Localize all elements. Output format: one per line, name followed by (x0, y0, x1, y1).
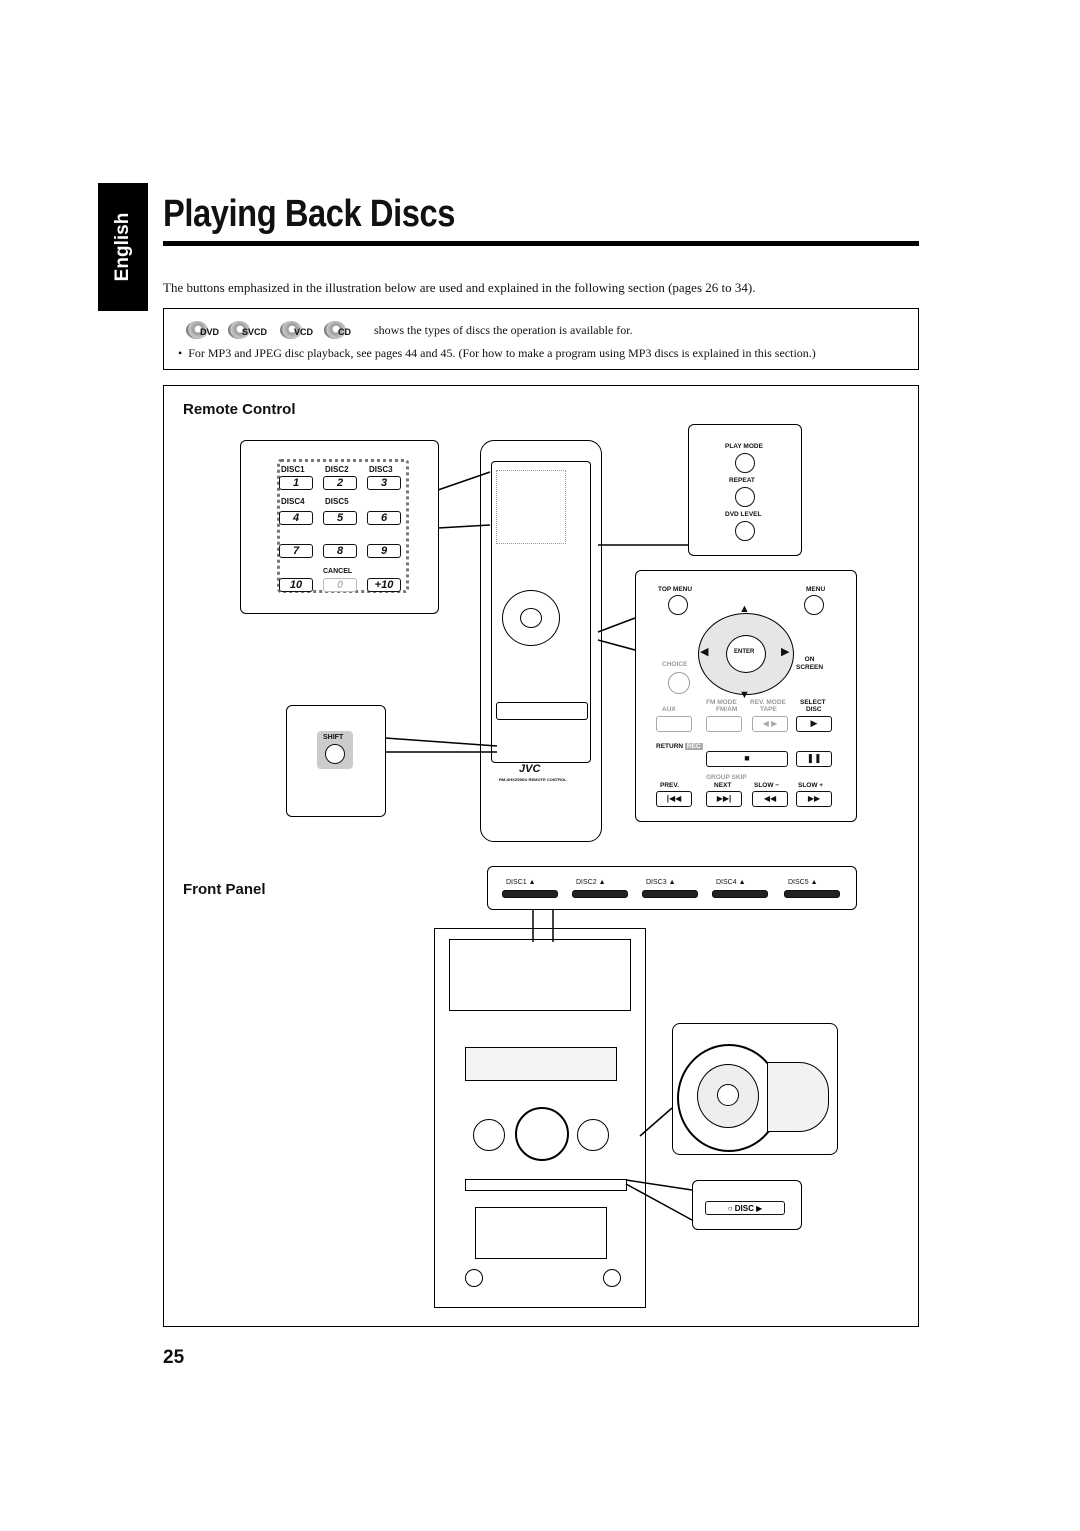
up-arrow-icon: ▲ (739, 603, 750, 615)
key-6[interactable]: 6 (367, 511, 401, 525)
cancel-label: CANCEL (323, 568, 353, 575)
pause-button[interactable]: ❚❚ (796, 751, 832, 767)
remote-button-area (491, 461, 591, 763)
front-disc4-label: DISC4 ▲ (716, 879, 746, 886)
repeat-button[interactable] (735, 487, 755, 507)
disc4-label: DISC4 (281, 497, 305, 506)
menu-label: MENU (806, 586, 826, 593)
disc3-label: DISC3 (369, 465, 393, 474)
key-8[interactable]: 8 (323, 544, 357, 558)
left-arrow-icon: ◀ (700, 646, 709, 658)
play-mode-panel: PLAY MODE REPEAT DVD LEVEL (688, 424, 802, 556)
front-disc1-button[interactable] (502, 890, 558, 898)
key-3[interactable]: 3 (367, 476, 401, 490)
choice-button[interactable] (668, 672, 690, 694)
play-mode-label: PLAY MODE (725, 443, 763, 450)
key-0[interactable]: 0 (323, 578, 357, 592)
key-4[interactable]: 4 (279, 511, 313, 525)
slow-plus-label: SLOW + (798, 782, 824, 789)
front-disc4-button[interactable] (712, 890, 768, 898)
disc-label: DISC (806, 706, 822, 713)
front-panel-heading: Front Panel (183, 881, 266, 898)
illustration-frame (163, 385, 919, 1327)
enter-button[interactable] (726, 635, 766, 673)
disc-number-panel: DISC1 DISC2 DISC3 DISC4 DISC5 1 2 3 4 5 … (240, 440, 439, 614)
front-disc3-label: DISC3 ▲ (646, 879, 676, 886)
disc-type-info-box: DVD SVCD VCD CD shows the types of discs… (163, 308, 919, 370)
select-label: SELECT (800, 699, 826, 706)
tape-label: TAPE (760, 706, 777, 713)
disc-play-button[interactable]: ▶ (796, 716, 832, 732)
disc2-label: DISC2 (325, 465, 349, 474)
fm-am-button[interactable] (706, 716, 742, 732)
remote-model: RM-SHXZ55DU REMOTE CONTROL (499, 777, 567, 782)
title-rule (163, 241, 919, 246)
fm-mode-label: FM MODE (706, 699, 737, 706)
next-label: NEXT (714, 782, 732, 789)
front-disc1-label: DISC1 ▲ (506, 879, 536, 886)
key-plus10[interactable]: +10 (367, 578, 401, 592)
remote-control-body: JVC RM-SHXZ55DU REMOTE CONTROL (480, 440, 602, 842)
front-disc-play-button[interactable]: ○ DISC ▶ (705, 1201, 785, 1215)
stop-button[interactable]: ■ (706, 751, 788, 767)
tape-button[interactable]: ◀ ▶ (752, 716, 788, 732)
front-disc3-button[interactable] (642, 890, 698, 898)
on-screen-label: ON SCREEN (796, 656, 824, 671)
prev-label: PREV. (660, 782, 679, 789)
key-10[interactable]: 10 (279, 578, 313, 592)
dvd-level-button[interactable] (735, 521, 755, 541)
disc1-label: DISC1 (281, 465, 305, 474)
shift-label: SHIFT (323, 734, 344, 741)
navigation-panel: TOP MENU MENU ENTER ▲ ▼ ◀ ▶ CHOICE ON SC… (635, 570, 857, 822)
play-mode-button[interactable] (735, 453, 755, 473)
aux-button[interactable] (656, 716, 692, 732)
front-disc5-label: DISC5 ▲ (788, 879, 818, 886)
key-7[interactable]: 7 (279, 544, 313, 558)
front-disc-button-panel: ○ DISC ▶ (692, 1180, 802, 1230)
front-disc5-button[interactable] (784, 890, 840, 898)
repeat-label: REPEAT (729, 477, 755, 484)
remote-control-heading: Remote Control (183, 401, 296, 418)
next-button[interactable]: ▶▶| (706, 791, 742, 807)
slow-plus-button[interactable]: ▶▶ (796, 791, 832, 807)
down-arrow-icon: ▼ (739, 689, 750, 701)
disc-type-note: shows the types of discs the operation i… (374, 323, 633, 337)
key-1[interactable]: 1 (279, 476, 313, 490)
slow-minus-button[interactable]: ◀◀ (752, 791, 788, 807)
mp3-jpeg-note: • For MP3 and JPEG disc playback, see pa… (178, 346, 816, 360)
page-number: 25 (163, 1347, 185, 1368)
page-title: Playing Back Discs (163, 193, 455, 235)
shift-button[interactable] (325, 744, 345, 764)
disc5-label: DISC5 (325, 497, 349, 506)
front-disc-strip: DISC1 ▲ DISC2 ▲ DISC3 ▲ DISC4 ▲ DISC5 ▲ (487, 866, 857, 910)
prev-button[interactable]: |◀◀ (656, 791, 692, 807)
aux-label: AUX (662, 706, 676, 713)
key-9[interactable]: 9 (367, 544, 401, 558)
jog-dial-panel (672, 1023, 838, 1155)
main-unit-front (434, 928, 646, 1308)
language-tab: English (98, 183, 148, 311)
dvd-level-label: DVD LEVEL (725, 511, 762, 518)
fm-am-label: FM/AM (716, 706, 738, 713)
front-disc2-button[interactable] (572, 890, 628, 898)
slow-minus-label: SLOW − (754, 782, 780, 789)
top-menu-label: TOP MENU (658, 586, 693, 593)
choice-label: CHOICE (662, 661, 688, 668)
rev-mode-label: REV. MODE (750, 699, 786, 706)
key-2[interactable]: 2 (323, 476, 357, 490)
right-arrow-icon: ▶ (781, 646, 790, 658)
shift-panel: SHIFT (286, 705, 386, 817)
remote-brand: JVC (519, 763, 541, 775)
group-skip-label: GROUP SKIP (706, 774, 747, 781)
intro-text: The buttons emphasized in the illustrati… (163, 280, 756, 295)
menu-button[interactable] (804, 595, 824, 615)
return-label: RETURN REC (656, 743, 703, 750)
front-disc2-label: DISC2 ▲ (576, 879, 606, 886)
key-5[interactable]: 5 (323, 511, 357, 525)
enter-label: ENTER (734, 649, 755, 655)
top-menu-button[interactable] (668, 595, 688, 615)
